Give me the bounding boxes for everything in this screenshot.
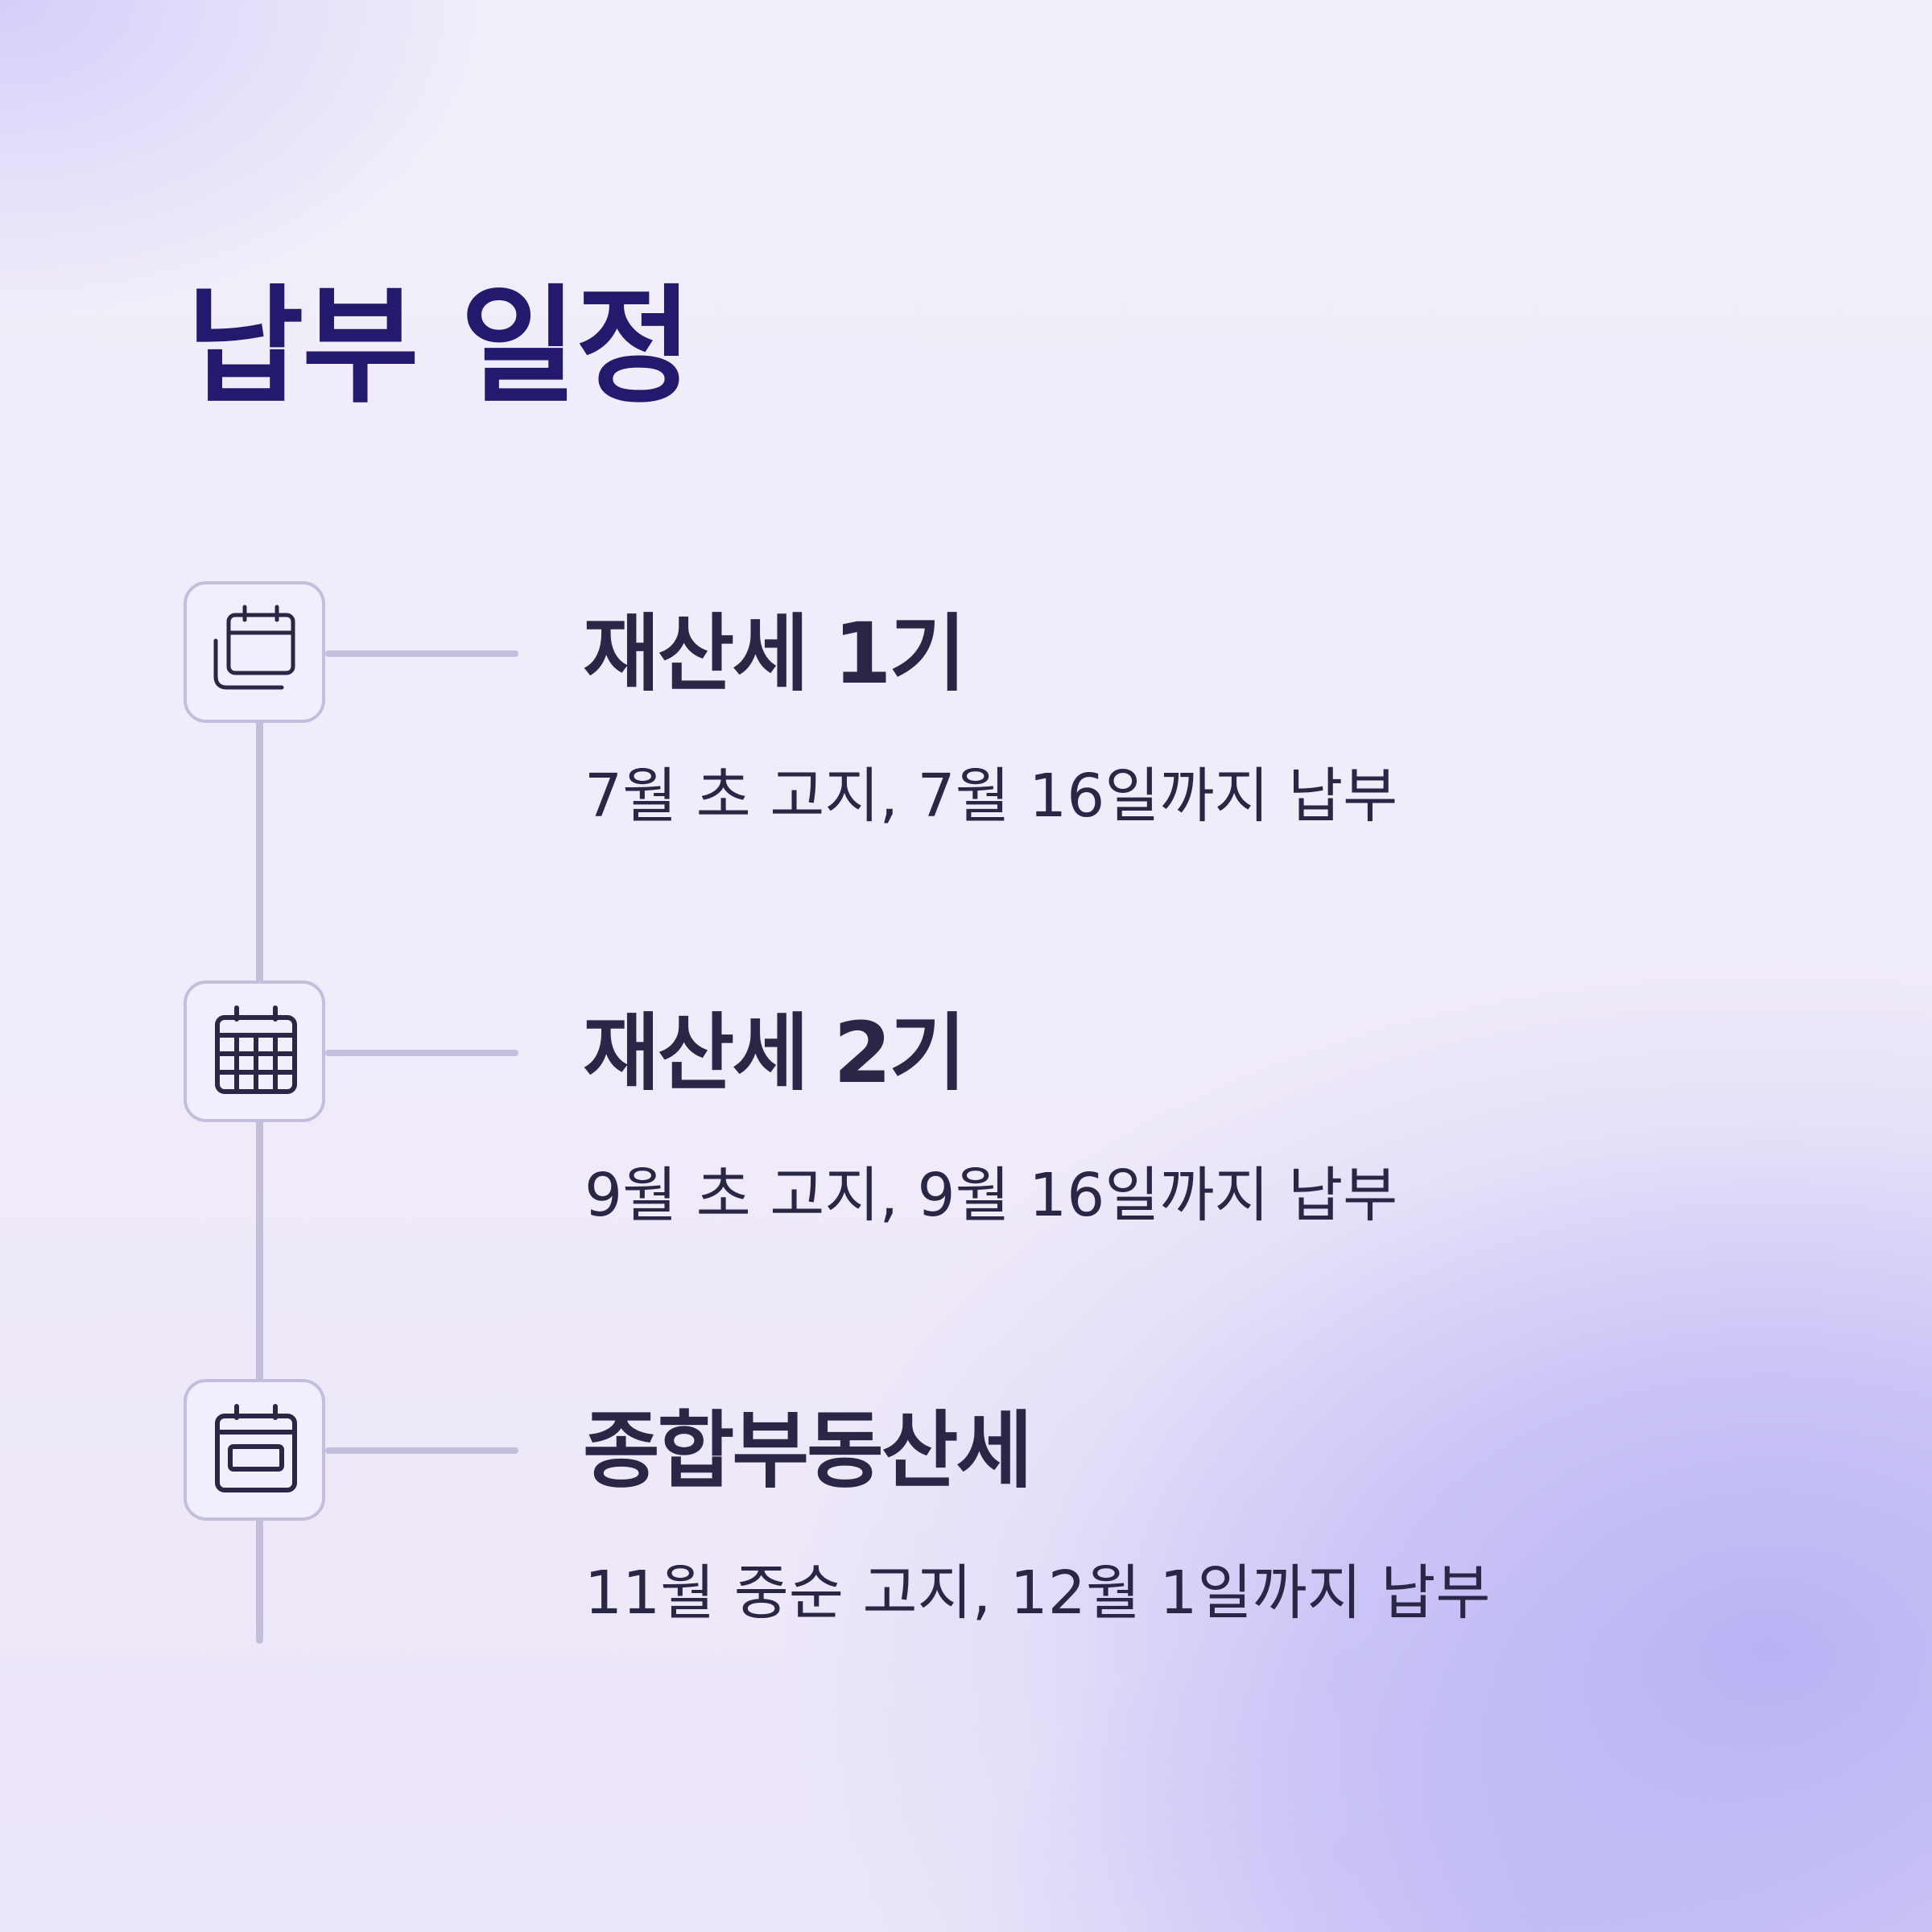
timeline-node-3 <box>184 1379 325 1521</box>
page-title: 납부 일정 <box>187 273 692 421</box>
timeline-connector-1 <box>325 650 518 657</box>
timeline-node-1 <box>184 581 325 723</box>
schedule-item-title: 재산세 2기 <box>583 1004 966 1102</box>
schedule-item-desc: 11월 중순 고지, 12월 1일까지 납부 <box>584 1558 1491 1628</box>
timeline-connector-3 <box>325 1447 518 1454</box>
schedule-item-desc: 7월 초 고지, 7월 16일까지 납부 <box>584 762 1398 831</box>
schedule-item-title: 종합부동산세 <box>583 1402 1033 1500</box>
schedule-item-desc: 9월 초 고지, 9월 16일까지 납부 <box>584 1161 1398 1230</box>
timeline-connector-2 <box>325 1050 518 1056</box>
calendar-event-icon <box>215 1404 297 1492</box>
timeline-node-2 <box>184 980 325 1122</box>
calendar-stack-icon <box>213 605 295 690</box>
schedule-item-title: 재산세 1기 <box>583 605 966 703</box>
timeline-line <box>256 708 263 1644</box>
calendar-grid-icon <box>215 1005 297 1094</box>
